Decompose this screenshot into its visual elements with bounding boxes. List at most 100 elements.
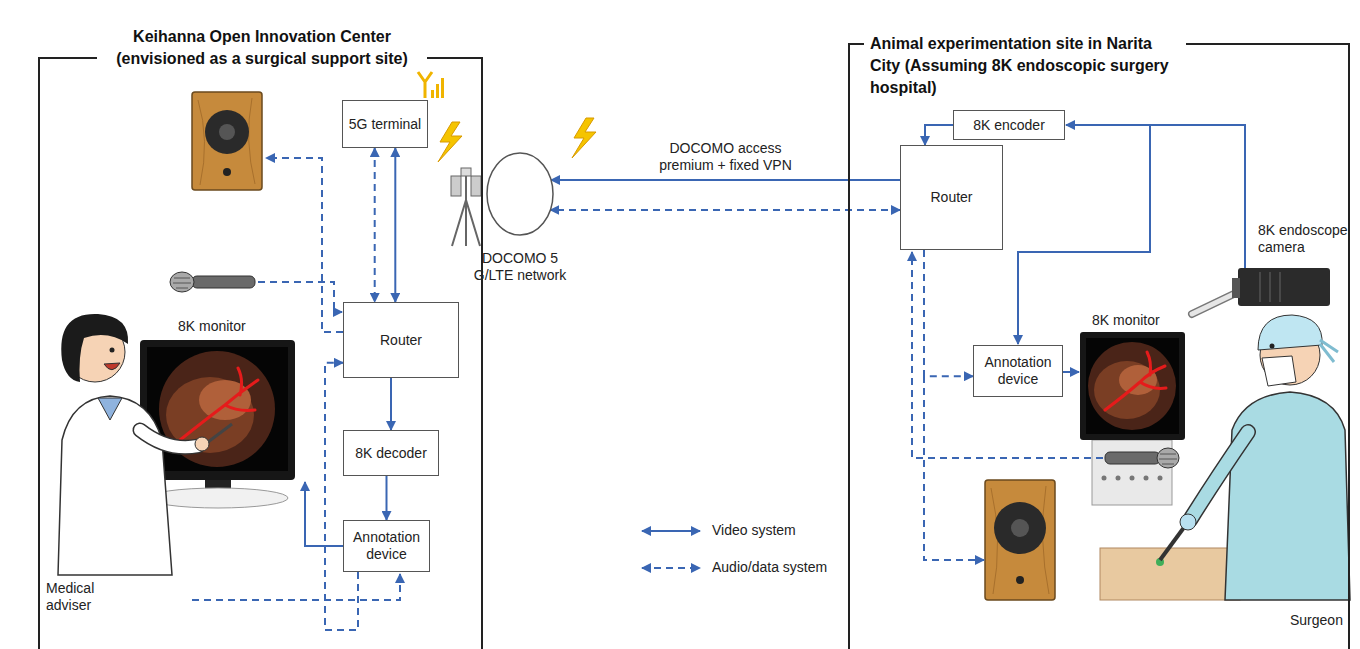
legend-sample — [642, 567, 700, 569]
device-box: Annotation device — [343, 520, 430, 572]
surgeon-illustration — [1270, 344, 1275, 349]
tower-panel — [451, 176, 461, 196]
surgeon-illustration — [1100, 548, 1240, 600]
box-label: 8K decoder — [355, 445, 427, 462]
signal-bar — [431, 90, 434, 98]
box-label: Router — [930, 189, 972, 206]
speaker-illustration — [219, 124, 235, 140]
link-label: DOCOMO access premium + fixed VPN — [646, 140, 806, 174]
audio-data-link — [924, 250, 973, 376]
microphone-illustration — [170, 272, 255, 292]
network-cloud-outline — [486, 152, 554, 236]
video-link — [386, 476, 388, 520]
person-label: Surgeon — [1290, 612, 1343, 629]
video-link — [925, 125, 953, 145]
adviser-illustration — [110, 348, 115, 353]
adviser-illustration — [195, 437, 209, 451]
microphone-illustration — [1105, 452, 1160, 464]
signal-bar — [436, 84, 439, 98]
endoscope-camera-illustration — [1192, 292, 1238, 314]
audio-data-link — [374, 148, 376, 302]
video-wire — [1066, 125, 1245, 268]
endoscope-camera-illustration — [1232, 278, 1240, 298]
adviser-illustration — [104, 363, 120, 370]
speaker-illustration — [198, 98, 255, 185]
speaker-illustration — [223, 168, 231, 176]
device-box: Router — [343, 302, 459, 378]
monitor-illustration — [199, 380, 251, 420]
radio-bolt — [438, 122, 462, 162]
data-wire — [192, 574, 400, 600]
audio-wire — [912, 252, 1103, 458]
antenna-icon — [418, 72, 444, 98]
monitor-illustration — [1105, 352, 1166, 410]
audio-wire — [266, 158, 343, 332]
microphone-illustration — [173, 278, 191, 288]
monitor-label: 8K monitor — [178, 318, 246, 335]
monitor-illustration — [1086, 338, 1179, 434]
monitor-illustration — [180, 368, 258, 440]
audio-wire — [258, 282, 342, 312]
adviser-illustration — [98, 398, 122, 420]
person-label: Medical adviser — [46, 580, 126, 614]
microphone-illustration — [1105, 448, 1179, 468]
monitor-illustration — [1130, 476, 1135, 481]
base-station-tower — [451, 168, 481, 246]
surgeon-illustration — [1190, 432, 1248, 520]
region-panel: Animal experimentation site in Narita Ci… — [848, 43, 1350, 649]
microphone-illustration — [1159, 454, 1177, 464]
monitor-illustration — [1102, 476, 1107, 481]
surgeon-illustration — [1225, 392, 1350, 600]
box-label: Annotation device — [979, 354, 1057, 388]
box-label: 8K encoder — [973, 117, 1045, 134]
speaker-illustration — [985, 480, 1055, 600]
microphone-illustration — [192, 276, 255, 288]
device-box: Annotation device — [973, 345, 1063, 397]
legend-sample — [642, 530, 700, 532]
surgeon-illustration — [1190, 432, 1248, 520]
radio-bolt — [572, 118, 596, 158]
monitor-illustration — [148, 488, 288, 508]
monitor-label: 8K monitor — [1092, 312, 1160, 329]
surgeon-illustration — [1262, 356, 1296, 386]
signal-bar — [441, 78, 444, 98]
surgeon-illustration — [1258, 315, 1322, 350]
monitor-illustration — [1158, 476, 1163, 481]
network-cloud-outline — [487, 153, 553, 235]
monitor-illustration — [1144, 476, 1149, 481]
speaker-illustration — [192, 92, 262, 190]
antenna-icon — [418, 72, 432, 98]
camera-label: 8K endoscope camera — [1258, 222, 1354, 256]
monitor-illustration — [1080, 332, 1185, 505]
device-box: 8K encoder — [953, 110, 1065, 140]
speaker-illustration — [205, 110, 249, 154]
monitor-illustration — [1080, 332, 1185, 440]
video-link — [390, 378, 392, 430]
endoscope-camera-illustration — [1192, 268, 1330, 314]
box-label: 5G terminal — [349, 116, 421, 133]
site-heading: Keihanna Open Innovation Center (envisio… — [97, 26, 427, 70]
speaker-illustration — [994, 502, 1046, 554]
device-box: Router — [900, 145, 1003, 250]
audio-data-link — [325, 363, 358, 630]
monitor-illustration — [1116, 476, 1121, 481]
network-cloud: DOCOMO 5 G/LTE network — [486, 152, 554, 236]
audio-wire — [924, 376, 984, 560]
box-label: Router — [380, 332, 422, 349]
video-wire — [1018, 125, 1150, 344]
adviser-illustration — [58, 396, 172, 575]
adviser-illustration — [140, 430, 198, 447]
endoscope-camera-illustration — [1238, 268, 1330, 306]
surgeon-illustration — [1180, 514, 1196, 530]
network-label: DOCOMO 5 G/LTE network — [464, 250, 576, 284]
video-link — [394, 148, 396, 302]
microphone-illustration — [1157, 448, 1179, 468]
video-wire — [1063, 371, 1079, 373]
device-box: 8K decoder — [343, 430, 439, 476]
microphone-illustration — [170, 272, 194, 292]
box-label: Annotation device — [349, 529, 424, 563]
tower-panel — [471, 176, 481, 196]
endoscope-camera-illustration — [1192, 292, 1238, 314]
tower-frame — [452, 172, 480, 246]
